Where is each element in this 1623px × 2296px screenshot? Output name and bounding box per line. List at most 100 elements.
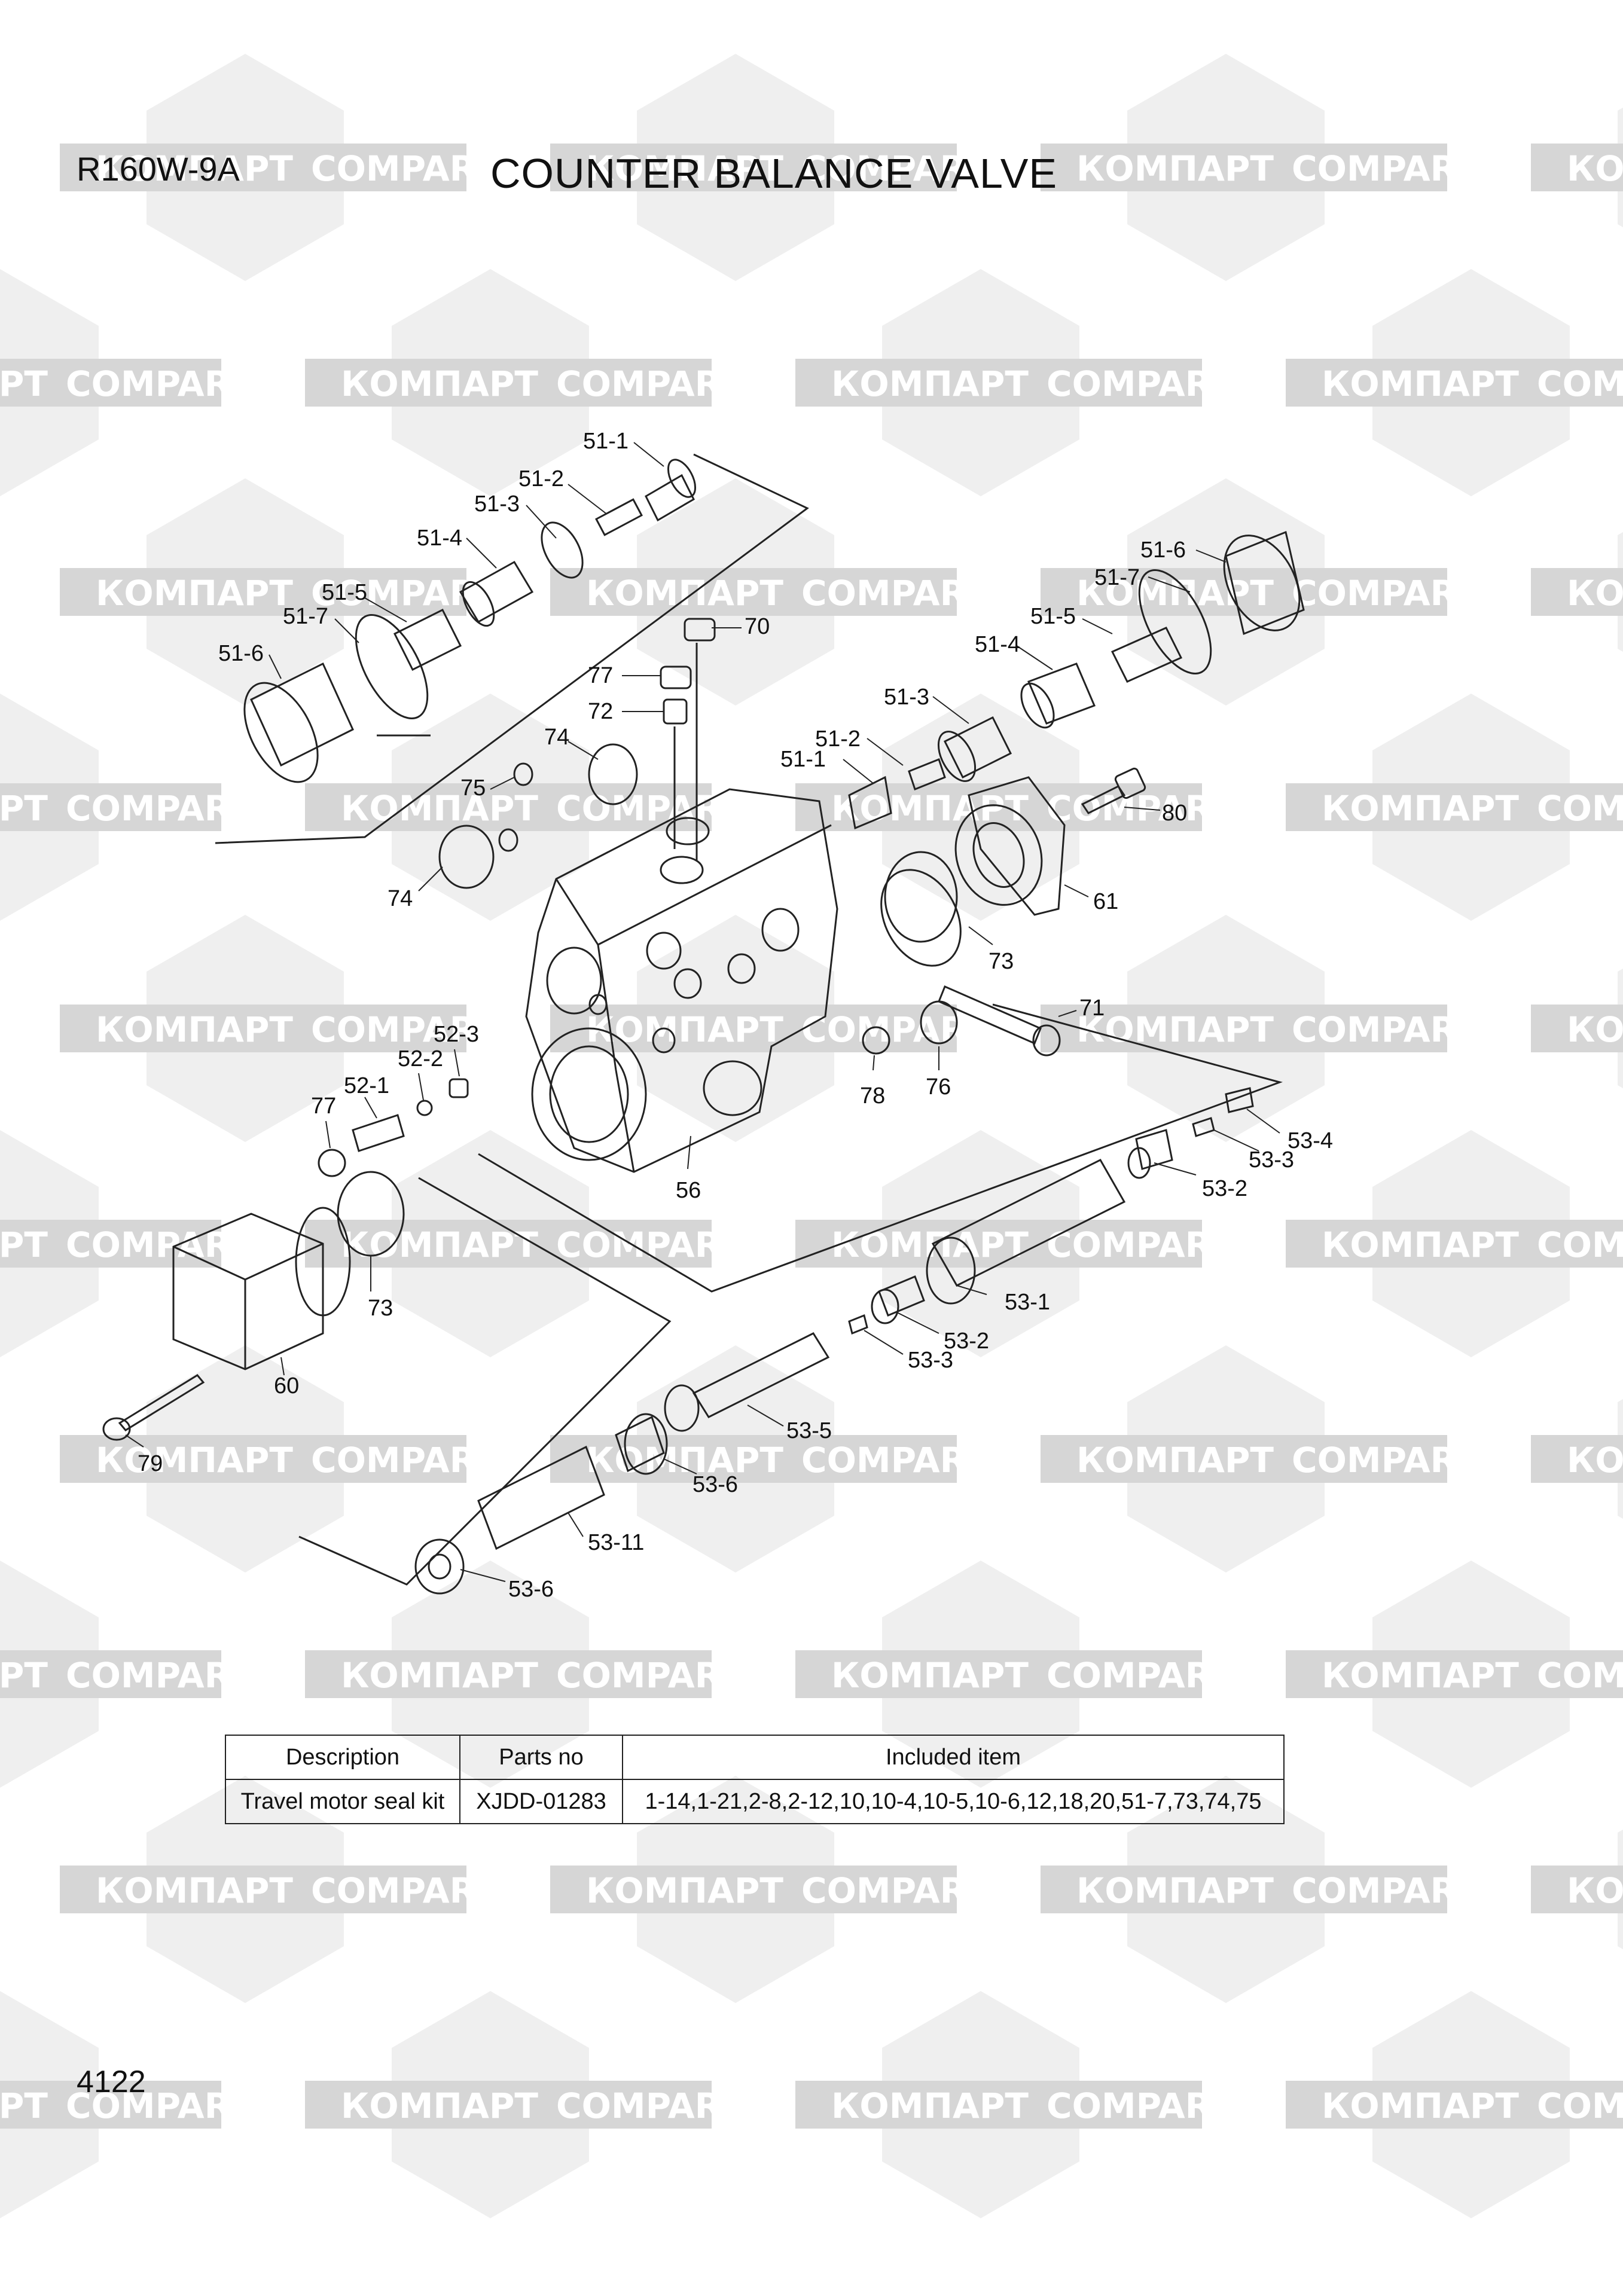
- watermark-text: КОМПАРТ: [0, 1225, 48, 1265]
- watermark-text: КОМПАРТ: [586, 1009, 783, 1050]
- watermark-text: КОМПАРТ: [0, 788, 48, 829]
- part-61-flange: [954, 776, 1066, 916]
- callout-51-3-top: 51-3: [474, 491, 520, 517]
- callout-53-6-mid: 53-6: [692, 1472, 738, 1497]
- watermark-text: КОМПАРТ: [1567, 573, 1623, 613]
- watermark-text: COMPART: [1537, 1225, 1623, 1265]
- oring-74-upper: [588, 743, 638, 805]
- watermark-text: КОМПАРТ: [96, 148, 293, 189]
- callout-79: 79: [138, 1451, 163, 1476]
- callout-77-left: 77: [311, 1094, 336, 1119]
- watermark-text: КОМПАРТ: [341, 788, 538, 829]
- watermark-text: КОМПАРТ: [1322, 1655, 1519, 1696]
- callout-76: 76: [926, 1074, 951, 1100]
- watermark-text: КОМПАРТ: [1322, 2086, 1519, 2126]
- watermark-text: COMPART: [556, 1655, 744, 1696]
- callout-51-6-left: 51-6: [218, 641, 264, 666]
- watermark-text: КОМПАРТ: [1567, 1870, 1623, 1911]
- watermark-band: [60, 1004, 466, 1052]
- callout-61: 61: [1093, 889, 1118, 914]
- part-51-right-group: [848, 530, 1305, 967]
- watermark-band: [60, 144, 466, 191]
- callout-53-2-right: 53-2: [1202, 1176, 1247, 1201]
- watermark-band: [550, 144, 957, 191]
- watermark-text: COMPART: [66, 788, 254, 829]
- watermark-text: КОМПАРТ: [586, 148, 783, 189]
- watermark-text: КОМПАРТ: [341, 1655, 538, 1696]
- callout-51-6-right: 51-6: [1140, 538, 1186, 563]
- watermark-text: КОМПАРТ: [96, 1870, 293, 1911]
- part-78-plug: [862, 1026, 890, 1055]
- part-56-valve-body: [525, 788, 838, 1173]
- watermark-text: COMPART: [556, 2086, 744, 2126]
- watermark-text: COMPART: [66, 1225, 254, 1265]
- watermark-text: КОМПАРТ: [1567, 1440, 1623, 1480]
- watermark-band: [0, 1220, 221, 1268]
- watermark-band: [1286, 1650, 1623, 1698]
- watermark-band: [1531, 568, 1623, 616]
- col-description: Description: [225, 1735, 460, 1780]
- watermark-band: [0, 359, 221, 407]
- callout-51-4-right: 51-4: [975, 632, 1020, 657]
- watermark-text: COMPART: [801, 1870, 989, 1911]
- callout-53-2-mid: 53-2: [944, 1329, 989, 1354]
- watermark-text: КОМПАРТ: [1567, 148, 1623, 189]
- watermark-text: COMPART: [311, 1009, 499, 1050]
- callout-75: 75: [460, 775, 486, 801]
- callout-53-1: 53-1: [1005, 1290, 1050, 1315]
- watermark-text: COMPART: [1537, 2086, 1623, 2126]
- part-53-spool-group: [414, 1087, 1254, 1595]
- watermark-text: COMPART: [801, 1440, 989, 1480]
- watermark-text: КОМПАРТ: [0, 364, 48, 404]
- callout-73-upper: 73: [989, 949, 1014, 974]
- callout-51-5-right: 51-5: [1030, 604, 1076, 629]
- part-76-plug: [920, 1000, 958, 1045]
- watermark-text: КОМПАРТ: [1076, 1440, 1274, 1480]
- watermark-text: КОМПАРТ: [341, 364, 538, 404]
- watermark-band: [795, 1220, 1202, 1268]
- watermark-band: [0, 1650, 221, 1698]
- callout-53-5: 53-5: [786, 1418, 832, 1443]
- watermark-text: КОМПАРТ: [1076, 148, 1274, 189]
- watermark-band: [0, 2081, 221, 2129]
- watermark-text: КОМПАРТ: [586, 573, 783, 613]
- watermark-text: КОМПАРТ: [1322, 364, 1519, 404]
- table-row: Travel motor seal kit XJDD-01283 1-14,1-…: [225, 1779, 1285, 1824]
- page-number: 4122: [77, 2065, 146, 2099]
- callout-74-upper: 74: [544, 725, 569, 750]
- watermark-band: [0, 783, 221, 831]
- col-parts-no: Parts no: [459, 1735, 623, 1780]
- watermark-text: COMPART: [1047, 1225, 1234, 1265]
- callout-52-3: 52-3: [434, 1022, 479, 1047]
- watermark-text: КОМПАРТ: [341, 2086, 538, 2126]
- watermark-text: КОМПАРТ: [96, 1009, 293, 1050]
- watermark-text: COMPART: [311, 1870, 499, 1911]
- callout-80: 80: [1162, 801, 1187, 826]
- watermark-band: [1041, 1866, 1447, 1913]
- watermark-text: COMPART: [556, 788, 744, 829]
- watermark-text: COMPART: [1047, 364, 1234, 404]
- model-code: R160W-9A: [77, 150, 240, 188]
- callout-53-4: 53-4: [1288, 1128, 1333, 1153]
- callout-53-3-mid: 53-3: [908, 1348, 953, 1373]
- callout-53-11: 53-11: [588, 1530, 644, 1555]
- watermark-band: [795, 1650, 1202, 1698]
- callout-52-1: 52-1: [344, 1073, 389, 1098]
- table-header-row: Description Parts no Included item: [225, 1735, 1285, 1780]
- watermark-text: COMPART: [311, 1440, 499, 1480]
- watermark-text: КОМПАРТ: [1322, 788, 1519, 829]
- part-52-1: [352, 1114, 405, 1152]
- oring-75-b: [498, 828, 518, 852]
- part-71-bolt: [938, 985, 1042, 1045]
- watermark-text: COMPART: [1537, 788, 1623, 829]
- watermark-band: [1041, 568, 1447, 616]
- watermark-band: [1286, 783, 1623, 831]
- part-79-bolt: [118, 1374, 205, 1431]
- watermark-text: КОМПАРТ: [831, 1655, 1029, 1696]
- callout-77-top: 77: [588, 663, 613, 688]
- callout-78: 78: [860, 1083, 885, 1109]
- watermark-text: КОМПАРТ: [1567, 1009, 1623, 1050]
- callout-51-1-right: 51-1: [780, 747, 826, 772]
- watermark-band: [60, 1866, 466, 1913]
- part-79-head: [102, 1417, 131, 1441]
